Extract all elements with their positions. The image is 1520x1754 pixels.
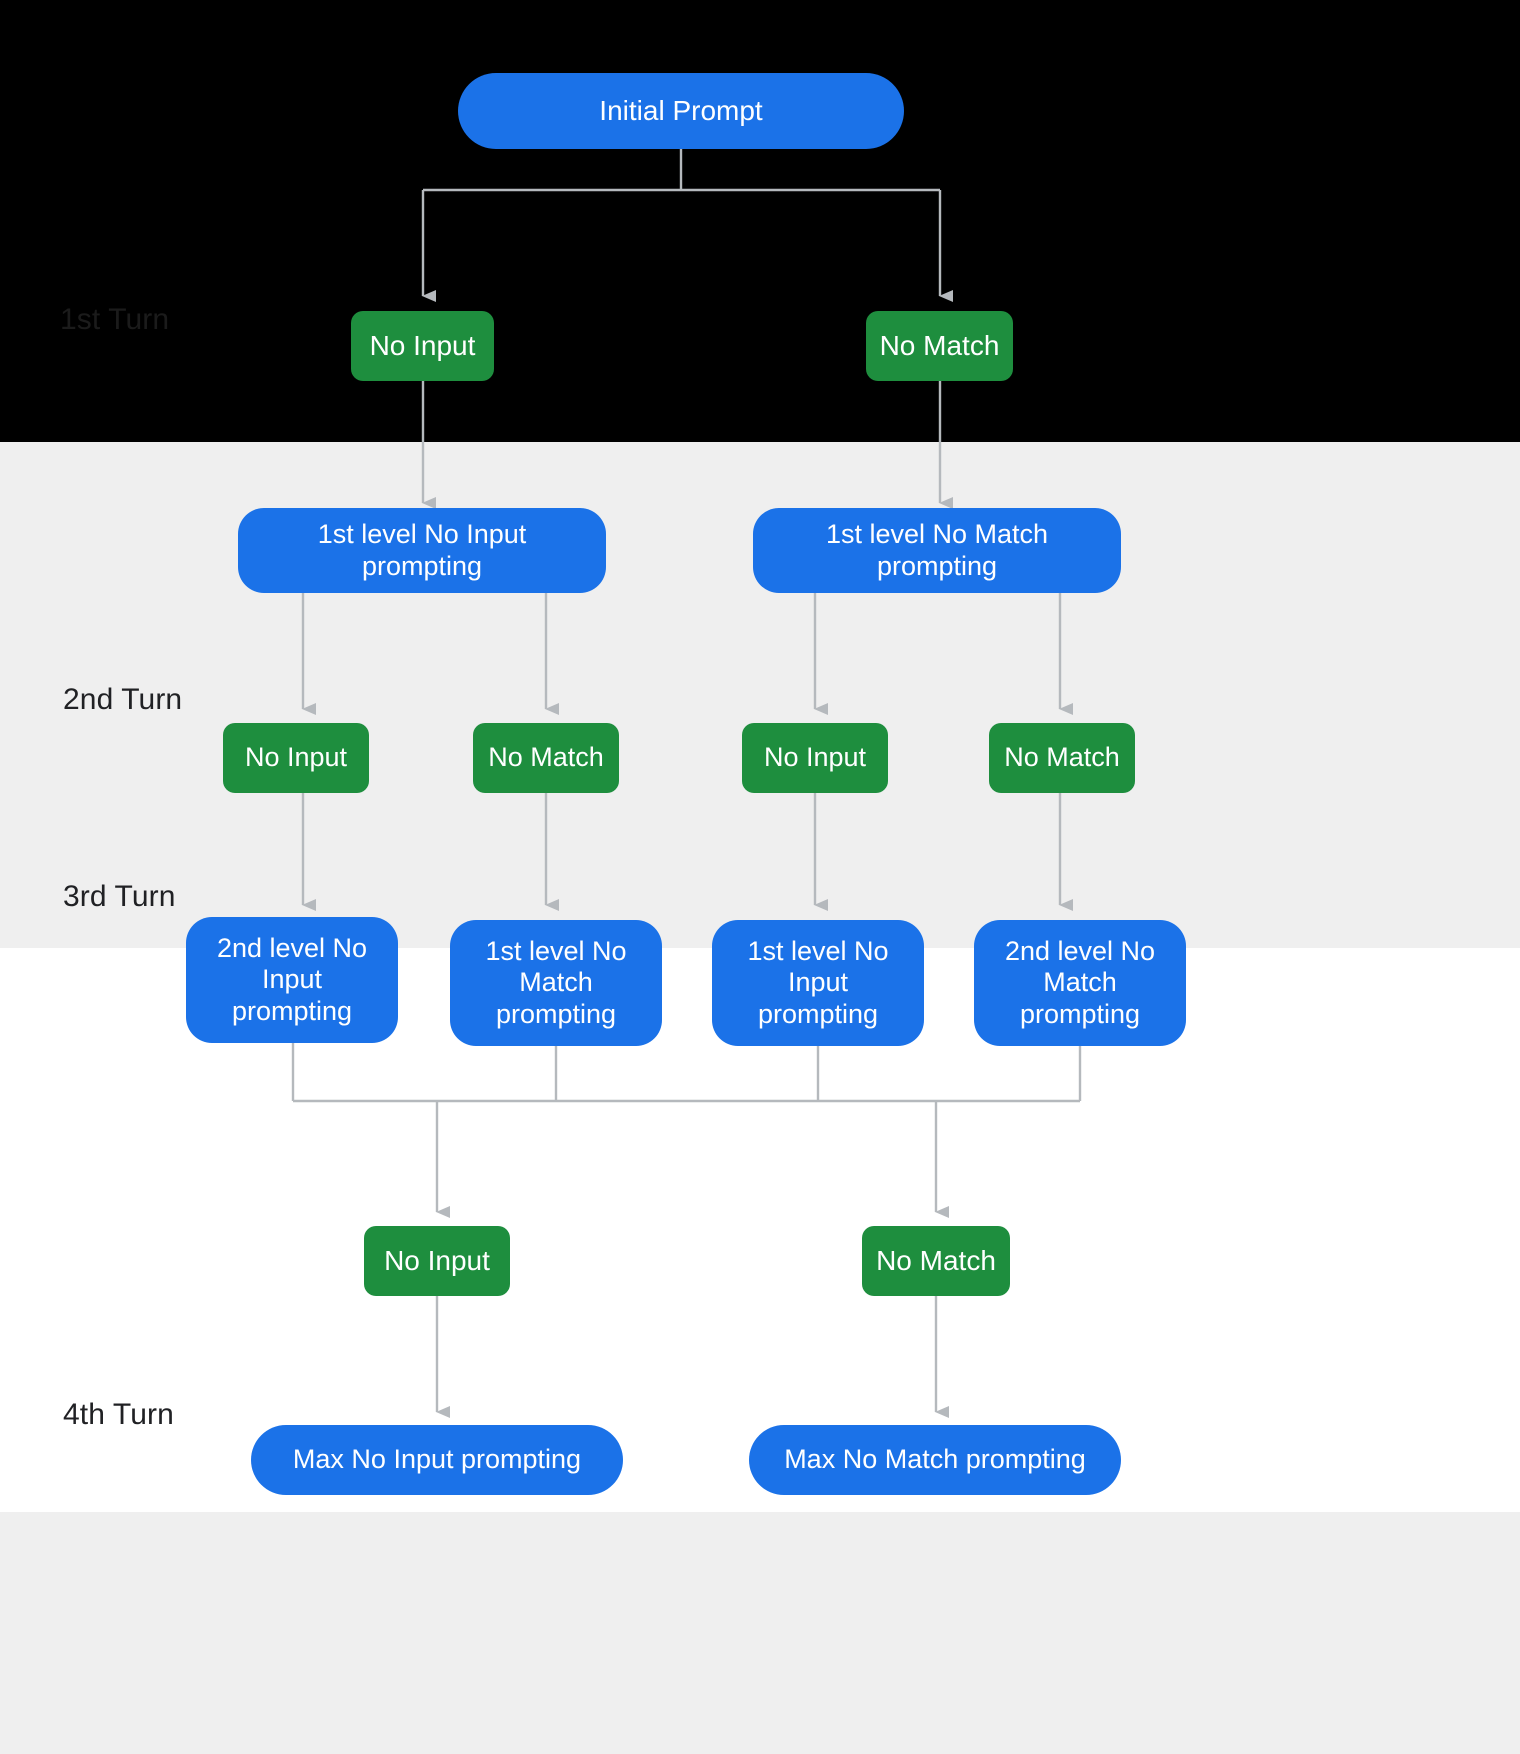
node-label: Max No Input prompting xyxy=(292,1444,582,1475)
node-max-no-match-prompting[interactable]: Max No Match prompting xyxy=(749,1425,1121,1495)
node-t2-1st-level-no-input-prompting[interactable]: 1st level No Input prompting xyxy=(238,508,606,593)
node-t1-no-match[interactable]: No Match xyxy=(866,311,1013,381)
turn-label-4th: 4th Turn xyxy=(63,1398,174,1431)
node-label: 1st level No Match prompting xyxy=(485,935,627,1029)
node-label: 2nd level No Input prompting xyxy=(216,932,368,1026)
node-label: No Input xyxy=(763,742,867,773)
node-t3-no-input[interactable]: No Input xyxy=(364,1226,510,1296)
turn-label-1st: 1st Turn xyxy=(60,303,170,336)
node-label: 1st level No Match prompting xyxy=(825,518,1049,581)
turn-label-2nd: 2nd Turn xyxy=(63,683,183,716)
node-label: No Match xyxy=(876,1244,996,1276)
node-label: 2nd level No Match prompting xyxy=(1004,935,1156,1029)
node-t2-no-input-left[interactable]: No Input xyxy=(223,723,369,793)
band-1st-turn xyxy=(0,0,1520,442)
node-t2-no-match-right[interactable]: No Match xyxy=(989,723,1135,793)
node-label: 1st level No Input prompting xyxy=(317,518,527,581)
node-t2-1st-level-no-match-prompting[interactable]: 1st level No Match prompting xyxy=(753,508,1121,593)
node-t3-2nd-level-no-match-prompting[interactable]: 2nd level No Match prompting xyxy=(974,920,1186,1046)
node-label: No Input xyxy=(369,329,476,361)
node-label: No Input xyxy=(384,1244,490,1276)
band-4th-turn xyxy=(0,1512,1520,1754)
node-t2-no-input-right[interactable]: No Input xyxy=(742,723,888,793)
node-initial-prompt[interactable]: Initial Prompt xyxy=(458,73,904,149)
node-max-no-input-prompting[interactable]: Max No Input prompting xyxy=(251,1425,623,1495)
node-label: No Match xyxy=(879,329,1000,361)
node-label: No Match xyxy=(488,742,604,773)
turn-label-3rd: 3rd Turn xyxy=(63,880,176,913)
node-label: No Input xyxy=(244,742,348,773)
node-t3-2nd-level-no-input-prompting[interactable]: 2nd level No Input prompting xyxy=(186,917,398,1043)
node-t3-no-match[interactable]: No Match xyxy=(862,1226,1010,1296)
node-label: Initial Prompt xyxy=(599,94,763,126)
node-t3-1st-level-no-match-prompting[interactable]: 1st level No Match prompting xyxy=(450,920,662,1046)
node-label: Max No Match prompting xyxy=(784,1444,1086,1475)
node-t3-1st-level-no-input-prompting[interactable]: 1st level No Input prompting xyxy=(712,920,924,1046)
node-t1-no-input[interactable]: No Input xyxy=(351,311,494,381)
node-label: No Match xyxy=(1004,742,1120,773)
node-label: 1st level No Input prompting xyxy=(747,935,889,1029)
node-t2-no-match-left[interactable]: No Match xyxy=(473,723,619,793)
